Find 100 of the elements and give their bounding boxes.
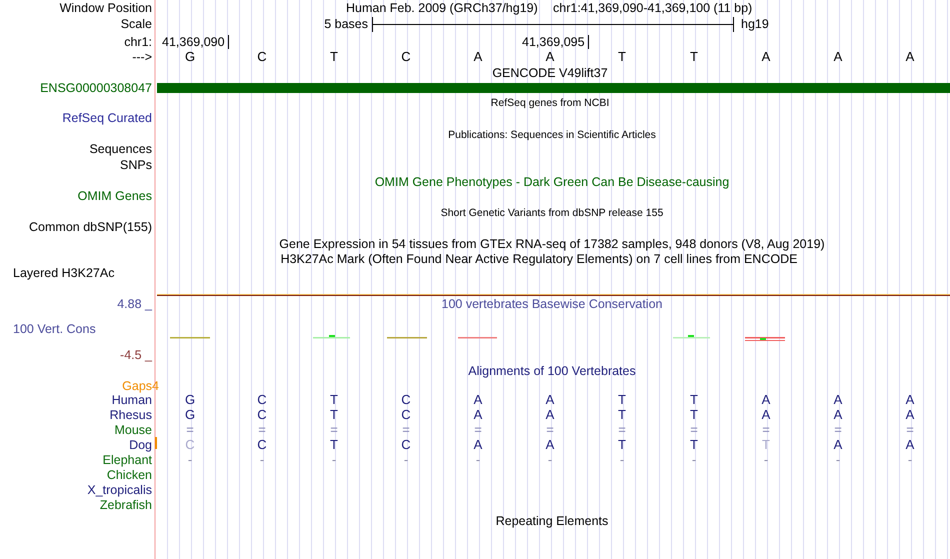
track-label: Gaps4: [122, 378, 159, 394]
species-label: Elephant: [102, 452, 152, 468]
gap-symbol: =: [546, 422, 554, 438]
species-label: Dog: [129, 437, 152, 453]
species-label: Human: [112, 393, 152, 408]
gap-symbol: -: [260, 452, 264, 468]
track-label: Window Position: [60, 0, 152, 16]
track-title: Short Genetic Variants from dbSNP release 155: [440, 206, 664, 221]
base-letter: A: [762, 49, 770, 65]
base-letter: T: [690, 49, 698, 65]
gap-symbol: -: [692, 452, 696, 468]
species-label: Chicken: [106, 467, 152, 483]
track-label: OMIM Genes: [78, 188, 152, 204]
gap-symbol: -: [836, 452, 840, 468]
base-letter: T: [762, 437, 770, 453]
base-letter: A: [474, 392, 482, 408]
assembly-title: Human Feb. 2009 (GRCh37/hg19): [346, 0, 538, 16]
gap-symbol: =: [474, 422, 482, 438]
base-letter: A: [906, 49, 914, 65]
strand-label: --->: [132, 49, 152, 65]
track-label: Scale: [120, 16, 152, 32]
base-letter: T: [618, 49, 626, 65]
track-title: Alignments of 100 Vertebrates: [468, 363, 636, 379]
track-title: Publications: Sequences in Scientific Articles: [448, 128, 656, 143]
gap-symbol: =: [402, 422, 410, 438]
base-letter: A: [906, 392, 914, 408]
species-label: Rhesus: [110, 407, 152, 423]
base-letter: A: [546, 49, 554, 65]
base-letter: T: [618, 392, 626, 408]
gap-symbol: -: [908, 452, 912, 468]
coordinate-label: 41,369,095: [522, 34, 585, 50]
track-label: SNPs: [120, 157, 152, 173]
gap-symbol: =: [690, 422, 698, 438]
track-label: Common dbSNP(155): [29, 219, 152, 235]
gap-symbol: =: [834, 422, 842, 438]
base-letter: C: [257, 437, 267, 453]
gap-symbol: =: [762, 422, 770, 438]
scale-value: 5 bases: [324, 16, 368, 32]
base-letter: C: [401, 407, 411, 423]
track-title: OMIM Gene Phenotypes - Dark Green Can Be Disease-causing: [374, 174, 730, 190]
axis-value: 4.88 _: [117, 296, 152, 312]
base-letter: A: [906, 437, 914, 453]
track-title: GENCODE V49lift37: [492, 65, 608, 81]
base-letter: T: [618, 437, 626, 453]
base-letter: A: [834, 437, 842, 453]
base-letter: G: [184, 392, 196, 408]
gap-symbol: -: [764, 452, 768, 468]
base-letter: C: [401, 392, 411, 408]
track-title: H3K27Ac Mark (Often Found Near Active Regulatory Elements) on 7 cell lines from ENCODE: [280, 251, 798, 267]
gap-symbol: -: [404, 452, 408, 468]
base-letter: C: [257, 49, 267, 65]
base-letter: A: [906, 407, 914, 423]
track-label: Sequences: [89, 141, 152, 157]
base-letter: A: [474, 437, 482, 453]
track-label: RefSeq Curated: [62, 110, 152, 126]
base-letter: A: [474, 407, 482, 423]
base-letter: A: [834, 407, 842, 423]
gap-symbol: =: [618, 422, 626, 438]
coordinate-label: 41,369,090: [162, 34, 225, 50]
track-label: Layered H3K27Ac: [13, 265, 114, 281]
base-letter: A: [546, 392, 554, 408]
base-letter: T: [690, 407, 698, 423]
base-letter: A: [834, 392, 842, 408]
track-title: 100 vertebrates Basewise Conservation: [442, 296, 662, 312]
gap-symbol: -: [188, 452, 192, 468]
track-label: chr1:: [124, 34, 152, 50]
base-letter: C: [185, 437, 195, 453]
base-letter: A: [474, 49, 482, 65]
base-letter: A: [546, 437, 554, 453]
gene-id-label: ENSG00000308047: [40, 80, 152, 96]
gap-symbol: -: [476, 452, 480, 468]
base-letter: T: [330, 437, 338, 453]
track-title: Repeating Elements: [496, 513, 608, 529]
gap-symbol: -: [332, 452, 336, 468]
species-label: Zebrafish: [100, 497, 152, 513]
gap-symbol: -: [548, 452, 552, 468]
track-label: 100 Vert. Cons: [13, 321, 96, 337]
gap-symbol: =: [258, 422, 266, 438]
track-title: Gene Expression in 54 tissues from GTEx RNA-seq of 17382 samples, 948 donors (V8, Aug 2019): [279, 236, 825, 252]
base-letter: T: [330, 392, 338, 408]
base-letter: A: [762, 407, 770, 423]
gap-symbol: =: [186, 422, 194, 438]
axis-value: -4.5 _: [120, 347, 152, 363]
base-letter: T: [330, 49, 338, 65]
base-letter: C: [401, 49, 411, 65]
assembly-label: hg19: [741, 16, 769, 32]
base-letter: C: [257, 392, 267, 408]
base-letter: A: [834, 49, 842, 65]
species-label: X_tropicalis: [87, 482, 152, 498]
base-letter: C: [401, 437, 411, 453]
base-letter: A: [762, 392, 770, 408]
base-letter: T: [330, 407, 338, 423]
base-letter: G: [184, 407, 196, 423]
gap-symbol: =: [330, 422, 338, 438]
base-letter: T: [690, 392, 698, 408]
gap-symbol: -: [620, 452, 624, 468]
base-letter: T: [618, 407, 626, 423]
gap-symbol: =: [906, 422, 914, 438]
species-label: Mouse: [114, 422, 152, 438]
base-letter: T: [690, 437, 698, 453]
